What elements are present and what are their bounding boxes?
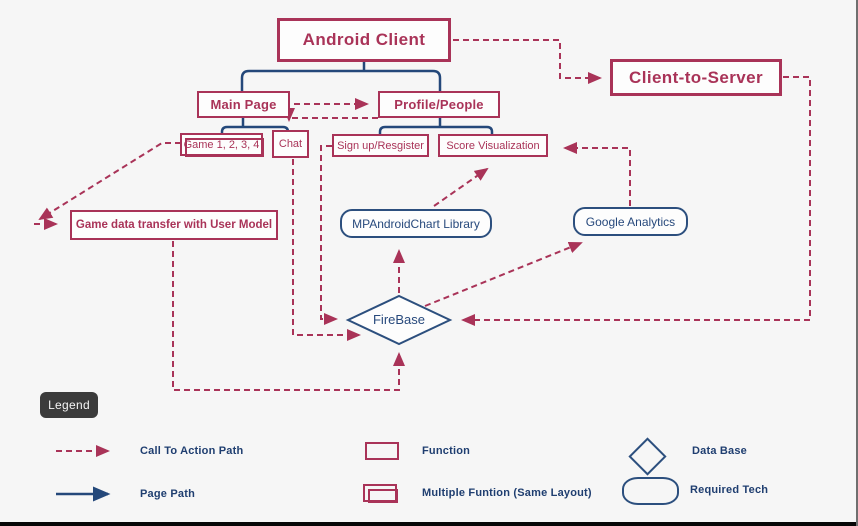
legend-function-symbol (365, 442, 399, 460)
edge-googleanalytics-to-scoreviz (563, 142, 631, 206)
node-android-client: Android Client (277, 18, 451, 62)
edge-clienttoserver-to-firebase (461, 76, 811, 326)
node-score-visualization: Score Visualization (438, 134, 548, 157)
node-mpandroidchart-library: MPAndroidChart Library (340, 209, 492, 238)
legend-label-call-to-action-path: Call To Action Path (140, 445, 244, 457)
node-client-to-server: Client-to-Server (610, 59, 782, 96)
legend-label-page-path: Page Path (140, 488, 195, 500)
edge-profile-to-chat (283, 108, 378, 122)
legend-required-tech-symbol (622, 477, 679, 505)
legend-label-data-base: Data Base (692, 445, 747, 457)
legend-title-badge: Legend (40, 392, 98, 418)
edge-signup-to-firebase (320, 145, 338, 325)
node-game-data-transfer: Game data transfer with User Model (70, 210, 278, 240)
page-path-tree (220, 62, 494, 135)
node-google-analytics: Google Analytics (573, 207, 688, 236)
edge-androidclient-children (240, 69, 442, 92)
legend-label-multiple-function: Multiple Funtion (Same Layout) (422, 487, 592, 499)
node-profile-people: Profile/People (378, 91, 500, 118)
firebase-diamond-shape (345, 294, 453, 346)
node-firebase: FireBase (372, 312, 426, 327)
legend-label-function: Function (422, 445, 471, 457)
legend-multiple-function-symbol (363, 484, 398, 503)
node-chat: Chat (272, 130, 309, 158)
window-bottom-border (0, 522, 858, 526)
edge-gamedata-to-firebase (172, 241, 405, 391)
edge-profile-children (378, 125, 494, 135)
edge-androidclient-to-clienttoserver (453, 39, 602, 84)
edge-games-to-left (38, 142, 181, 221)
node-games: Game 1, 2, 3, 4 (180, 133, 264, 157)
edge-chat-to-firebase (292, 159, 361, 341)
edge-mpandroidchart-to-scoreviz (433, 167, 489, 207)
node-main-page: Main Page (197, 91, 290, 118)
edge-firebase-to-googleanalytics (424, 241, 583, 307)
legend-label-required-tech: Required Tech (690, 484, 769, 496)
window-right-border (856, 0, 858, 526)
node-sign-up: Sign up/Resgister (332, 134, 429, 157)
edge-mainpage-children (220, 125, 290, 134)
